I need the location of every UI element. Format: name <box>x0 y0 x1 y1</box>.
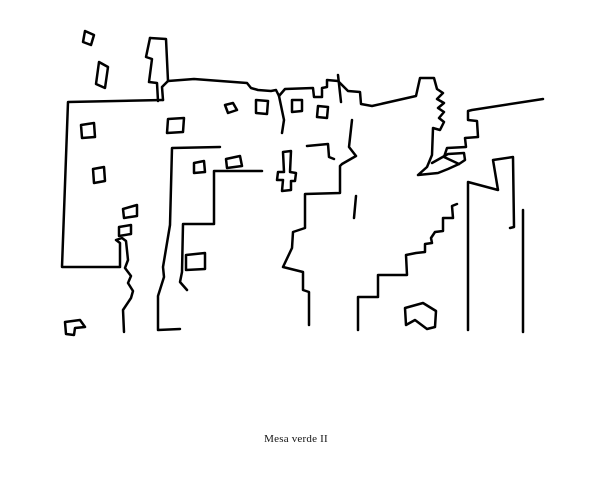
stroke-small-quad-ridge-2 <box>254 98 270 116</box>
stroke-tower-right-side <box>148 36 170 83</box>
stroke-cross-shape <box>275 149 298 193</box>
stroke-main-ridge-line <box>160 76 467 177</box>
stroke-small-bracket <box>305 142 336 161</box>
stroke-staircase-and-diagonal-right <box>442 97 545 166</box>
stroke-tilted-quad-upper-left <box>94 60 110 90</box>
stroke-small-rect-lower-left <box>184 251 207 272</box>
stroke-right-quad-with-tail <box>466 155 516 332</box>
stroke-small-quad-ridge-3 <box>290 98 304 114</box>
stroke-left-structure-outline <box>60 98 165 334</box>
stroke-small-quad-center-2 <box>224 154 244 170</box>
stroke-small-quad-mid-left <box>165 116 186 135</box>
stroke-small-square-1 <box>79 121 97 140</box>
stroke-left-shelf-descent <box>156 145 222 332</box>
stroke-small-square-3 <box>121 203 139 220</box>
stroke-tower-left-side <box>144 36 160 103</box>
stroke-notched-pennant-bottom <box>403 301 438 331</box>
stroke-mid-shelf-descent <box>178 169 264 292</box>
stroke-small-quad-ridge-1 <box>223 101 239 115</box>
stroke-short-tick-middle <box>352 194 358 220</box>
stroke-small-quad-ridge-4 <box>315 104 330 120</box>
stroke-small-quad-center-1 <box>192 159 207 175</box>
stroke-tiny-quad-top <box>81 29 96 47</box>
caption: Mesa verde II <box>264 433 328 445</box>
stroke-small-square-2 <box>91 165 107 185</box>
stroke-small-square-4 <box>117 223 133 238</box>
stroke-middle-zigzag-descent <box>281 118 358 327</box>
stroke-hanging-stroke <box>277 94 286 135</box>
stroke-pentagon-bottom-left <box>63 318 87 337</box>
stroke-vertical-spike <box>336 73 343 104</box>
stroke-right-staircase-descent <box>356 202 459 332</box>
